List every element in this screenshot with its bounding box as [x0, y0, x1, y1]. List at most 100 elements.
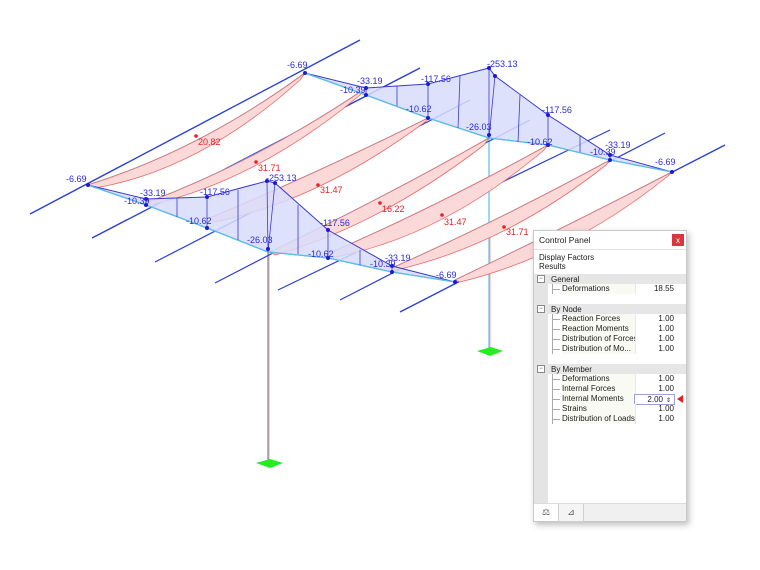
support-icon: [256, 459, 283, 468]
row-internal-moments[interactable]: Internal Moments 2.00⇕: [534, 393, 686, 405]
svg-text:-10.39: -10.39: [124, 196, 150, 206]
row-label: Strains: [562, 404, 636, 414]
svg-text:31.71: 31.71: [506, 227, 529, 237]
active-row-marker-icon: [677, 395, 683, 403]
svg-text:-33.19: -33.19: [385, 253, 411, 263]
tree-connector: [552, 394, 561, 404]
red-value-labels: 20.82 31.71 31.47 16.22 31.47 31.71: [198, 137, 529, 237]
spacer: [548, 294, 686, 304]
section-by-node: − By Node Reaction Forces 1.00 Reaction …: [534, 304, 686, 364]
svg-text:31.47: 31.47: [320, 185, 343, 195]
svg-text:-6.69: -6.69: [66, 174, 87, 184]
svg-text:31.47: 31.47: [444, 217, 467, 227]
row-value[interactable]: 1.00: [635, 384, 676, 394]
section-title: By Member: [551, 364, 592, 374]
row-label: Reaction Moments: [562, 324, 636, 334]
svg-text:31.71: 31.71: [258, 163, 281, 173]
row-label: Distribution of Mo...: [562, 344, 636, 354]
svg-text:-117.56: -117.56: [421, 74, 451, 84]
row-value[interactable]: 1.00: [635, 344, 676, 354]
control-panel-body: − General Deformations 18.55 − By Node R…: [534, 274, 686, 504]
section-header-general[interactable]: − General: [534, 274, 686, 284]
row-distribution-of-moments[interactable]: Distribution of Mo... 1.00: [534, 344, 686, 354]
secondary-max-points: [194, 134, 506, 229]
svg-text:-6.69: -6.69: [655, 157, 676, 167]
svg-text:-117.56: -117.56: [320, 218, 350, 228]
supports: [256, 347, 503, 468]
tree-connector: [552, 334, 561, 344]
columns: [267, 138, 491, 462]
row-value[interactable]: 18.55: [635, 284, 676, 294]
section-by-member: − By Member Deformations 1.00 Internal F…: [534, 364, 686, 424]
tree-connector: [552, 404, 561, 414]
svg-text:-10.39: -10.39: [590, 147, 616, 157]
close-icon[interactable]: x: [672, 234, 684, 246]
svg-text:-10.39: -10.39: [340, 85, 366, 95]
svg-text:16.22: 16.22: [382, 204, 405, 214]
tree-connector: [552, 324, 561, 334]
row-general-deformations[interactable]: Deformations 18.55: [534, 284, 686, 294]
tree-connector: [552, 384, 561, 394]
rafter-back-moment-diagram: [303, 66, 674, 174]
svg-text:-253.13: -253.13: [266, 173, 297, 183]
section-title: General: [551, 274, 580, 284]
row-value[interactable]: 1.00: [635, 334, 676, 344]
svg-text:-26.03: -26.03: [247, 235, 273, 245]
row-value[interactable]: 1.00: [635, 314, 676, 324]
row-label: Internal Moments: [562, 394, 636, 404]
section-general: − General Deformations 18.55: [534, 274, 686, 304]
rafter-front-moment-diagram: [86, 179, 457, 284]
tree-connector: [552, 344, 561, 354]
row-member-deformations[interactable]: Deformations 1.00: [534, 374, 686, 384]
row-value[interactable]: 1.00: [635, 374, 676, 384]
svg-text:-10.39: -10.39: [370, 259, 396, 269]
svg-text:-10.62: -10.62: [527, 137, 553, 147]
control-panel-tabs: ⚖ ⊿: [534, 503, 686, 522]
tree-connector: [552, 314, 561, 324]
svg-text:-10.62: -10.62: [186, 216, 212, 226]
svg-text:-253.13: -253.13: [487, 59, 518, 69]
collapse-icon[interactable]: −: [537, 305, 545, 313]
row-label: Reaction Forces: [562, 314, 636, 324]
scales-icon[interactable]: ⚖: [534, 504, 558, 521]
row-label: Distribution of Loads: [562, 414, 636, 424]
collapse-icon[interactable]: −: [537, 275, 545, 283]
member-results-icon[interactable]: ⊿: [558, 504, 584, 522]
row-label: Distribution of Forces: [562, 334, 636, 344]
blue-value-labels: -6.69 -33.19 -10.39 -117.56 -253.13 -10.…: [66, 59, 676, 280]
svg-text:-10.62: -10.62: [308, 249, 334, 259]
row-value[interactable]: 1.00: [635, 324, 676, 334]
tree-connector: [552, 374, 561, 384]
row-value[interactable]: 1.00: [635, 404, 676, 414]
control-panel-titlebar[interactable]: Control Panel x: [534, 231, 686, 250]
svg-text:-6.69: -6.69: [287, 60, 308, 70]
collapse-icon[interactable]: −: [537, 365, 545, 373]
row-label: Deformations: [562, 284, 636, 294]
control-panel[interactable]: Control Panel x Display Factors Results …: [533, 230, 687, 522]
svg-text:-117.56: -117.56: [542, 105, 572, 115]
tree-connector: [552, 414, 561, 424]
control-panel-title: Control Panel: [539, 235, 591, 245]
spinner-arrows-icon[interactable]: ⇕: [665, 397, 671, 404]
row-reaction-moments[interactable]: Reaction Moments 1.00: [534, 324, 686, 334]
row-distribution-of-forces[interactable]: Distribution of Forces 1.00: [534, 334, 686, 344]
svg-text:-6.69: -6.69: [436, 270, 457, 280]
row-strains[interactable]: Strains 1.00: [534, 404, 686, 414]
row-internal-forces[interactable]: Internal Forces 1.00: [534, 384, 686, 394]
tree-gutter: [534, 274, 548, 504]
svg-text:-33.19: -33.19: [605, 140, 631, 150]
svg-text:-117.56: -117.56: [200, 187, 230, 197]
svg-text:-26.03: -26.03: [466, 122, 492, 132]
row-reaction-forces[interactable]: Reaction Forces 1.00: [534, 314, 686, 324]
internal-moments-spinbox[interactable]: 2.00⇕: [634, 393, 675, 405]
control-panel-subtitle: Display Factors Results: [534, 250, 686, 276]
svg-text:20.82: 20.82: [198, 137, 221, 147]
section-header-by-member[interactable]: − By Member: [534, 364, 686, 374]
subtitle-results: Results: [539, 262, 566, 271]
row-distribution-of-loads[interactable]: Distribution of Loads 1.00: [534, 414, 686, 424]
row-label: Deformations: [562, 374, 636, 384]
svg-text:-10.62: -10.62: [406, 104, 432, 114]
row-value[interactable]: 1.00: [635, 414, 676, 424]
section-header-by-node[interactable]: − By Node: [534, 304, 686, 314]
